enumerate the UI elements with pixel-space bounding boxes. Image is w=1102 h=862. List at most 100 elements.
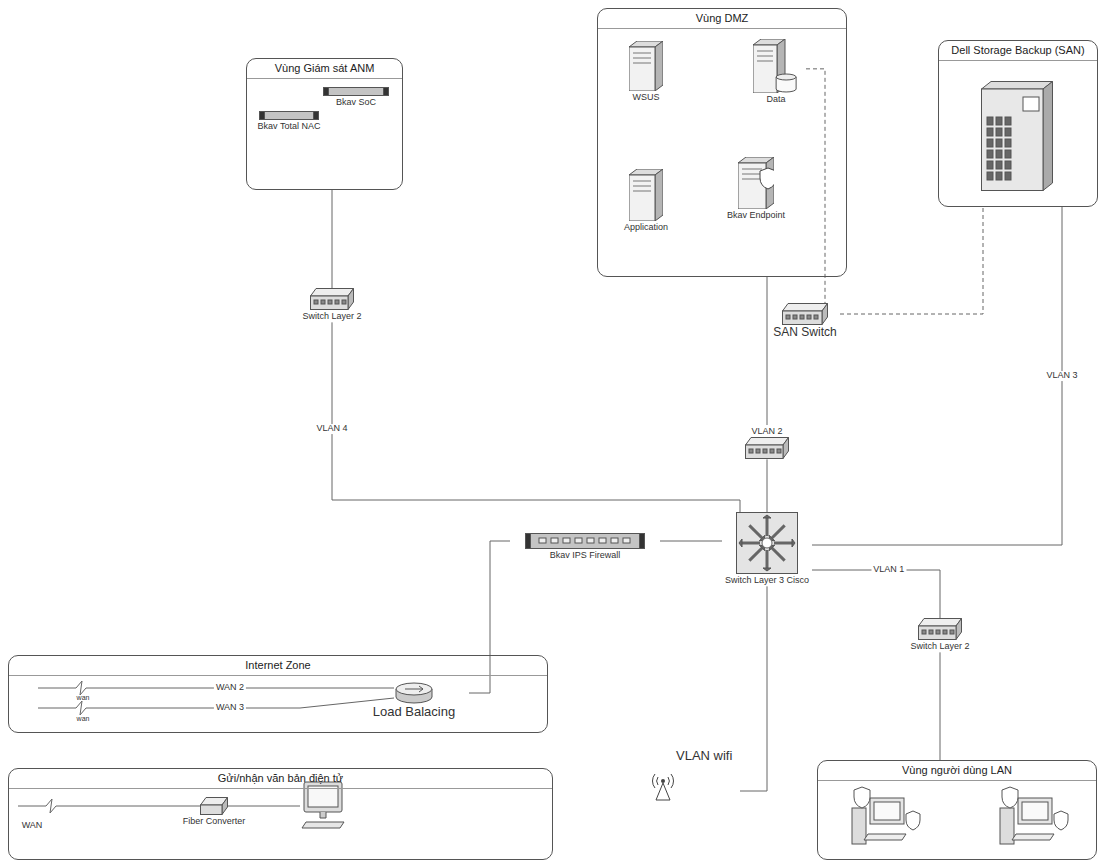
device-node: Switch Layer 3 Cisco [722, 512, 812, 586]
icon-face [746, 438, 789, 446]
shield-icon [1054, 811, 1068, 830]
port [321, 300, 325, 304]
wan-links [18, 681, 394, 813]
l3-arrow [742, 542, 760, 545]
device-node: Bkav Total NAC [253, 111, 325, 132]
user-computer [1000, 787, 1068, 844]
device-icon [736, 512, 798, 574]
router-top [396, 683, 432, 695]
server-slot [742, 179, 762, 180]
pc-keyboard [864, 834, 906, 840]
l3-arrow [749, 525, 762, 538]
icon-face [311, 289, 354, 297]
zone-heading: Vùng DMZ [598, 9, 846, 29]
router-arrow [405, 686, 423, 692]
connector [767, 459, 768, 512]
device-node: Switch Layer 2 [900, 618, 980, 652]
device-icon [629, 41, 663, 91]
port [770, 449, 774, 453]
disk-slot [1005, 117, 1011, 125]
device-label: Data [746, 93, 806, 105]
disk-slot [987, 172, 993, 180]
disk-slot [996, 161, 1002, 169]
port [936, 630, 940, 634]
disk-slot [987, 117, 993, 125]
device-node: Bkav IPS Firewall [510, 533, 660, 561]
device-front [201, 805, 223, 815]
server-front [753, 45, 777, 93]
device-ear [384, 88, 389, 96]
port [800, 315, 804, 319]
disk-slot [996, 139, 1002, 147]
icon [746, 438, 789, 459]
device-node: Data [746, 39, 806, 105]
device-icon [394, 682, 434, 704]
storage-body [982, 89, 1044, 191]
connector [469, 541, 510, 693]
disk-slot [996, 150, 1002, 158]
device-icon [918, 618, 962, 640]
vlan-label: VLAN 3 [1044, 371, 1079, 381]
server-slot [742, 169, 762, 170]
device-label: VLAN wifi [648, 745, 740, 765]
icon [982, 82, 1053, 191]
ap-antenna [661, 779, 665, 783]
port [551, 538, 558, 543]
icon [629, 41, 663, 91]
port [335, 300, 339, 304]
device-label: WSUS [620, 91, 672, 103]
wan-line [38, 681, 394, 695]
disk-slot [987, 150, 993, 158]
icon-face [655, 169, 663, 221]
icon [526, 534, 645, 549]
zone-box: Fiber ConverterGửi/nhận văn bản điện tử [8, 768, 553, 860]
wan-label: WAN [20, 821, 45, 831]
zone-box: Load BalacingInternet Zone [8, 655, 548, 733]
storage-icon [981, 81, 1053, 191]
server-slot [742, 174, 762, 175]
device-icon [753, 39, 799, 93]
port [749, 449, 753, 453]
icon-face [783, 304, 828, 312]
l3-arrow [766, 518, 769, 536]
port [328, 300, 332, 304]
server-slot [757, 61, 773, 62]
port [950, 630, 954, 634]
disk-slot [1005, 150, 1011, 158]
l3-arrow [749, 548, 762, 561]
shield-icon [854, 787, 870, 808]
pc-screen [874, 802, 900, 820]
port [611, 538, 618, 543]
device-node: Bkav Endpoint [716, 157, 796, 221]
device-node: Application [614, 169, 678, 233]
port [342, 300, 346, 304]
device-node: Load Balacing [359, 682, 469, 721]
icon-face [655, 41, 663, 91]
connector [332, 322, 740, 512]
zone-heading: Vùng Giám sát ANM [247, 59, 402, 79]
server-slot [633, 58, 651, 59]
icon [652, 774, 673, 800]
wan-label: wan [75, 715, 92, 723]
fiber-line [228, 806, 300, 807]
connector [660, 541, 722, 542]
disk-slot [987, 161, 993, 169]
connector [767, 277, 768, 425]
monitor [304, 782, 342, 812]
connector [940, 652, 941, 760]
device-icon [652, 771, 674, 801]
server-front [629, 47, 655, 91]
device-node: VLAN wifi [648, 745, 740, 803]
pc-screen [1022, 802, 1048, 820]
server-slot [633, 181, 651, 182]
icon [737, 513, 798, 574]
icon [396, 683, 432, 703]
device-icon [738, 157, 774, 209]
disk-slot [996, 128, 1002, 136]
port [814, 315, 818, 319]
icon [738, 157, 774, 209]
device-label: Bkav IPS Firewall [510, 549, 660, 561]
device-body [526, 534, 645, 549]
device-front [783, 311, 823, 325]
icon-face [982, 82, 1053, 90]
